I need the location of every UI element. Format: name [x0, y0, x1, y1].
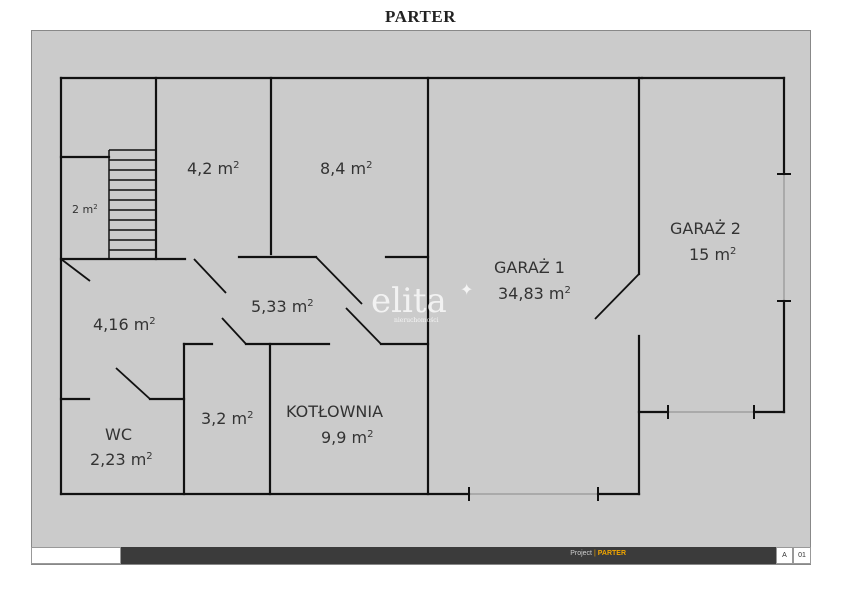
floor-plan-sheet: elita ✦ nieruchomości 2 m2 4,2 m2 8,4 m2…: [31, 30, 811, 565]
garage2-name: GARAŻ 2: [670, 219, 741, 238]
title-block-blank: [31, 547, 121, 564]
sheet-letter: A: [776, 547, 793, 564]
title-block-bar: Project | PARTER: [121, 547, 776, 564]
door-garage: [594, 273, 640, 320]
vestibule-area: 4,16 m2: [93, 315, 156, 334]
floor-plan: elita ✦ nieruchomości 2 m2 4,2 m2 8,4 m2…: [59, 76, 791, 501]
wc-name: WC: [105, 425, 132, 444]
room-labels: 2 m2 4,2 m2 8,4 m2 GARAŻ 1 34,83 m2 GARA…: [72, 159, 741, 469]
project-label: Project: [570, 550, 592, 557]
door-jambs: [468, 173, 791, 501]
garage2-area: 15 m2: [689, 245, 736, 264]
title-block: Project | PARTER A 01: [31, 547, 811, 565]
room-a-area: 4,2 m2: [187, 159, 240, 178]
door-room-a: [193, 258, 227, 294]
closet-area: 2 m2: [72, 203, 98, 216]
doors: [60, 256, 640, 400]
plan-title: PARTER: [384, 7, 457, 26]
watermark-subtitle: nieruchomości: [394, 317, 439, 324]
boiler-area: 9,9 m2: [321, 428, 374, 447]
wc-area: 2,23 m2: [90, 450, 153, 469]
sheet-number: 01: [793, 547, 811, 564]
garage-door-openings: [469, 174, 785, 495]
door-storage: [221, 317, 247, 345]
project-name: PARTER: [597, 550, 626, 557]
watermark-star-icon: ✦: [460, 280, 473, 299]
garage1-name: GARAŻ 1: [494, 258, 565, 277]
room-b-area: 8,4 m2: [320, 159, 373, 178]
door-wc: [115, 367, 151, 400]
watermark: elita ✦ nieruchomości: [371, 280, 473, 324]
walls: [59, 76, 786, 496]
door-room-b: [315, 256, 363, 305]
storage-area: 3,2 m2: [201, 409, 254, 428]
garage1-area: 34,83 m2: [498, 284, 571, 303]
staircase: [108, 149, 156, 259]
door-closet: [60, 258, 91, 282]
project-separator: |: [593, 550, 596, 557]
hall-area: 5,33 m2: [251, 297, 314, 316]
boiler-name: KOTŁOWNIA: [286, 402, 383, 421]
door-boiler: [345, 307, 382, 345]
project-label-line: Project | PARTER: [570, 550, 626, 557]
watermark-logo: elita: [371, 281, 447, 321]
